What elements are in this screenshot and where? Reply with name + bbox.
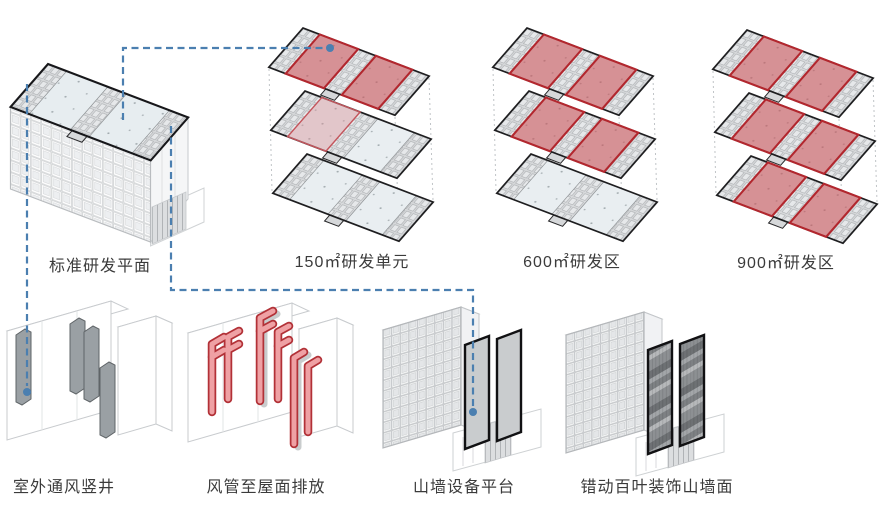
label-zone-600: 600㎡研发区 — [523, 254, 621, 271]
gable-platform-diagram — [382, 306, 542, 472]
label-vent-shaft: 室外通风竖井 — [12, 479, 116, 496]
floor-stack-150 — [262, 26, 435, 249]
floor-stack-600 — [486, 26, 659, 249]
connectors — [25, 46, 475, 406]
label-standard-plan: 标准研发平面 — [48, 258, 152, 275]
connector-roof-to-150 — [121, 46, 324, 120]
label-zone-900: 900㎡研发区 — [737, 255, 835, 272]
vent-shaft-bar — [99, 361, 116, 439]
vent-shaft-diagram — [6, 300, 173, 441]
entrance-hatch — [151, 191, 187, 245]
louver-gable-diagram — [565, 311, 725, 477]
vent-shaft-bar — [69, 317, 86, 395]
connector-end-dots — [23, 44, 477, 416]
label-gable-platform: 山墙设备平台 — [412, 479, 516, 496]
label-unit-150: 150㎡研发单元 — [294, 254, 410, 271]
building-axon-standard-plan — [3, 62, 205, 247]
duct-diagram — [187, 302, 354, 451]
vent-shaft-bar — [83, 325, 100, 403]
floor-stack-900 — [706, 28, 879, 251]
label-louver-gable: 错动百叶装饰山墙面 — [580, 479, 734, 496]
label-duct-roof: 风管至屋面排放 — [206, 479, 326, 496]
connector-roof-to-gable-platform — [169, 126, 475, 406]
roof-ducts — [207, 306, 323, 451]
